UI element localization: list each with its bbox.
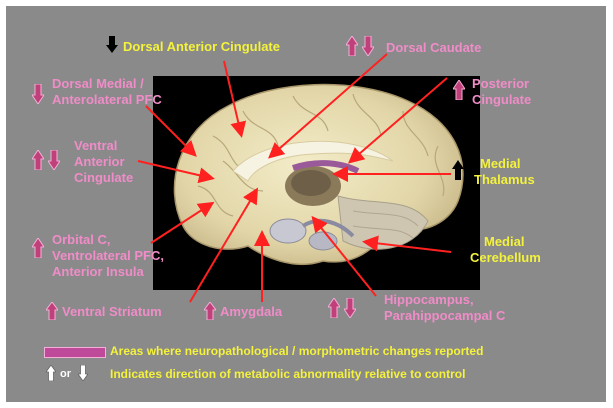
- pointer-orbital: [151, 204, 211, 243]
- label-medial-thalamus-line2: Thalamus: [474, 172, 535, 187]
- down-arrow-pink-icon: [48, 150, 60, 170]
- label-orbital-line1: Orbital C,: [52, 232, 111, 247]
- label-dorsal-medial-pfc-line1: Dorsal Medial /: [52, 76, 144, 91]
- pointer-dorsal-caudate: [271, 54, 387, 156]
- up-arrow-pink-icon: [46, 302, 58, 320]
- label-dorsal-anterior-cingulate: Dorsal Anterior Cingulate: [123, 39, 280, 54]
- label-ventral-anterior-cingulate-line2: Anterior: [74, 154, 125, 169]
- label-medial-cerebellum-line2: Cerebellum: [470, 250, 541, 265]
- label-medial-thalamus-line1: Medial: [480, 156, 520, 171]
- label-dorsal-medial-pfc-line2: Anterolateral PFC: [52, 92, 162, 107]
- label-medial-cerebellum-line1: Medial: [484, 234, 524, 249]
- label-ventral-striatum: Ventral Striatum: [62, 304, 162, 319]
- pointer-lines: [6, 6, 606, 402]
- down-arrow-pink-icon: [362, 36, 374, 56]
- legend-or-text: or: [60, 367, 71, 382]
- up-arrow-pink-icon: [453, 80, 465, 100]
- pointer-ventral-striatum: [190, 191, 256, 302]
- up-arrow-pink-icon: [204, 302, 216, 320]
- label-posterior-cingulate-line2: Cingulate: [472, 92, 531, 107]
- slide-background: Dorsal Anterior Cingulate Dorsal Caudate…: [6, 6, 606, 402]
- up-arrow-pink-icon: [328, 298, 340, 318]
- label-orbital-line2: Ventrolateral PFC,: [52, 248, 164, 263]
- down-arrow-pink-icon: [344, 298, 356, 318]
- up-arrow-pink-icon: [346, 36, 358, 56]
- down-arrow-outline-icon: [78, 365, 88, 381]
- up-arrow-pink-icon: [32, 238, 44, 258]
- legend-swatch-morphometric: [44, 347, 106, 358]
- up-arrow-black-icon: [452, 160, 464, 180]
- label-ventral-anterior-cingulate-line3: Cingulate: [74, 170, 133, 185]
- label-dorsal-caudate: Dorsal Caudate: [386, 40, 481, 55]
- up-arrow-black-icon: [452, 240, 464, 260]
- label-posterior-cingulate-line1: Posterior: [472, 76, 529, 91]
- label-hippocampus-line2: Parahippocampal C: [384, 308, 505, 323]
- down-arrow-black-icon: [106, 36, 118, 53]
- pointer-ventral-anterior-cingulate: [138, 161, 211, 178]
- label-hippocampus-line1: Hippocampus,: [384, 292, 474, 307]
- label-orbital-line3: Anterior Insula: [52, 264, 144, 279]
- legend-direction-text: Indicates direction of metabolic abnorma…: [110, 367, 465, 382]
- pointer-dorsal-medial-pfc: [146, 106, 194, 154]
- pointer-hippocampus: [314, 219, 376, 296]
- label-amygdala: Amygdala: [220, 304, 282, 319]
- down-arrow-pink-icon: [32, 84, 44, 104]
- pointer-medial-cerebellum: [366, 242, 451, 252]
- label-ventral-anterior-cingulate-line1: Ventral: [74, 138, 117, 153]
- pointer-posterior-cingulate: [351, 78, 447, 161]
- up-arrow-pink-icon: [32, 150, 44, 170]
- pointer-dorsal-anterior-cingulate: [224, 61, 241, 134]
- legend-swatch-text: Areas where neuropathological / morphome…: [110, 344, 483, 359]
- up-arrow-outline-icon: [46, 365, 56, 381]
